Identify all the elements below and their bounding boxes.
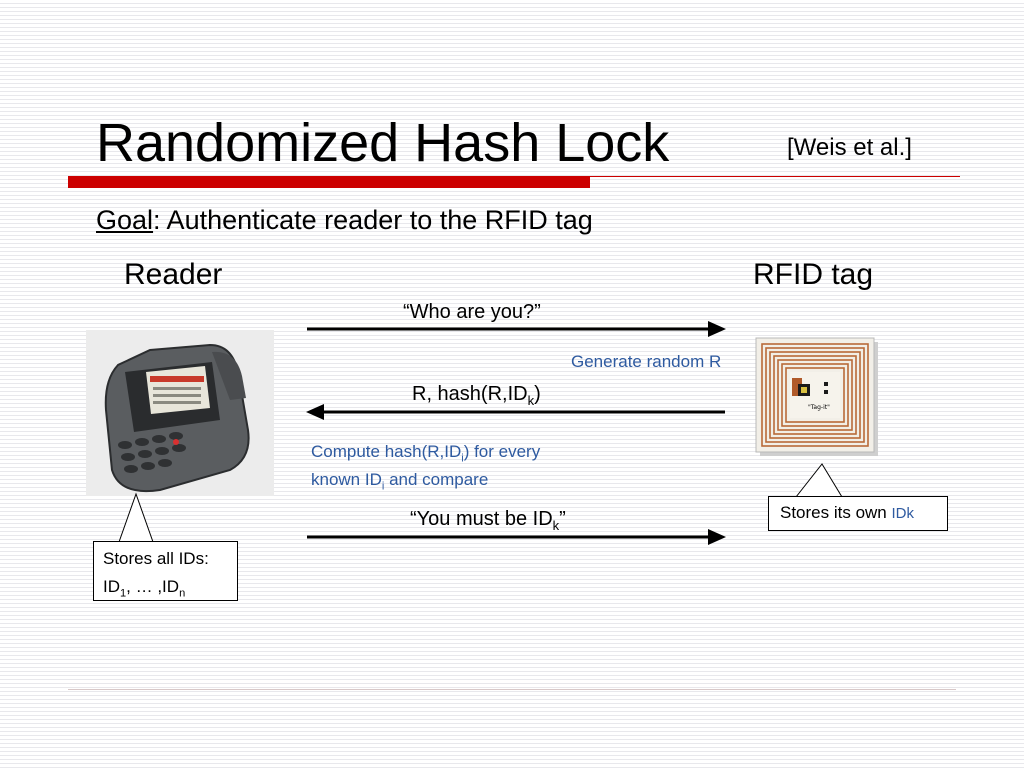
reader-callout: Stores all IDs: ID1, … ,IDn [93, 541, 238, 601]
compute-line1-text: Compute hash(R,ID [311, 442, 461, 461]
note-compute-line2: known IDi and compare [311, 470, 488, 492]
message-response: R, hash(R,IDk) [412, 383, 541, 408]
compute-line2-text: known ID [311, 470, 382, 489]
message-who-are-you: “Who are you?” [403, 301, 541, 324]
must-close: ” [559, 508, 566, 530]
reader-callout-pointer [119, 494, 153, 542]
tag-image-label: "Tag-it" [808, 404, 830, 411]
compute-line1-rest: ) for every [464, 442, 541, 461]
note-compute-line1: Compute hash(R,IDi) for every [311, 442, 540, 464]
tag-callout: Stores its own IDk [768, 496, 948, 531]
rfid-tag-image [756, 338, 878, 456]
reader-callout-idn-sub: n [179, 587, 185, 599]
must-text: “You must be ID [410, 508, 553, 530]
reader-callout-idn: , … ,ID [126, 577, 179, 596]
arrow-who-head [708, 321, 726, 337]
footer-divider [68, 689, 956, 690]
response-text: R, hash(R,ID [412, 383, 528, 405]
arrow-response-head [306, 404, 324, 420]
arrow-must-head [708, 529, 726, 545]
note-generate-random: Generate random R [571, 352, 721, 372]
tag-callout-text: Stores its own [780, 503, 892, 522]
reader-callout-line1: Stores all IDs: [103, 545, 237, 573]
message-you-must-be: “You must be IDk” [410, 508, 566, 533]
tag-callout-highlight: IDk [892, 505, 915, 522]
reader-callout-line2: ID1, … ,IDn [103, 573, 237, 607]
reader-callout-id1: ID [103, 577, 120, 596]
tag-callout-pointer [796, 464, 842, 497]
reader-device-image [86, 330, 274, 496]
response-close: ) [534, 383, 541, 405]
compute-line2-rest: and compare [384, 470, 488, 489]
